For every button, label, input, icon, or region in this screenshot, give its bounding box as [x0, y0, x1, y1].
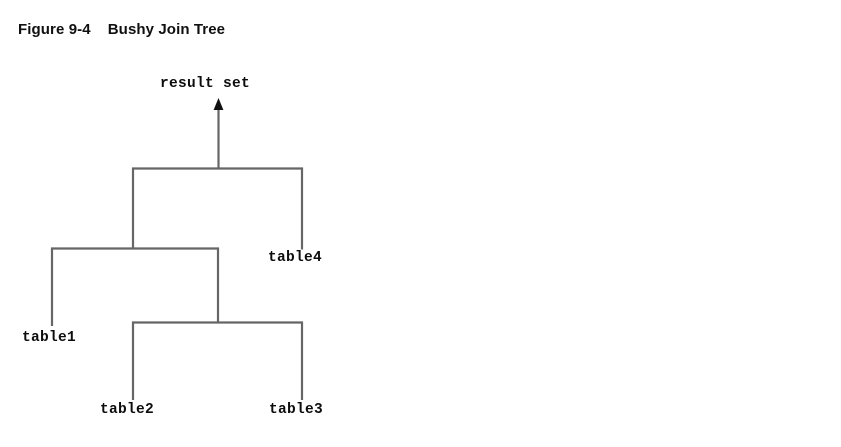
- node-label-result-set: result set: [160, 76, 251, 92]
- join-top-bracket: [131, 167, 304, 250]
- node-label-table2: table2: [100, 402, 155, 418]
- join-mid-bracket: [50, 247, 220, 326]
- result-set-arrow-head: [213, 98, 224, 110]
- join-bottom-bracket: [131, 321, 304, 400]
- node-label-table1: table1: [22, 330, 77, 346]
- result-set-arrow: [213, 98, 224, 169]
- node-label-table4: table4: [268, 250, 323, 266]
- node-label-table3: table3: [269, 402, 324, 418]
- page-title: Figure 9-4 Bushy Join Tree: [18, 21, 226, 38]
